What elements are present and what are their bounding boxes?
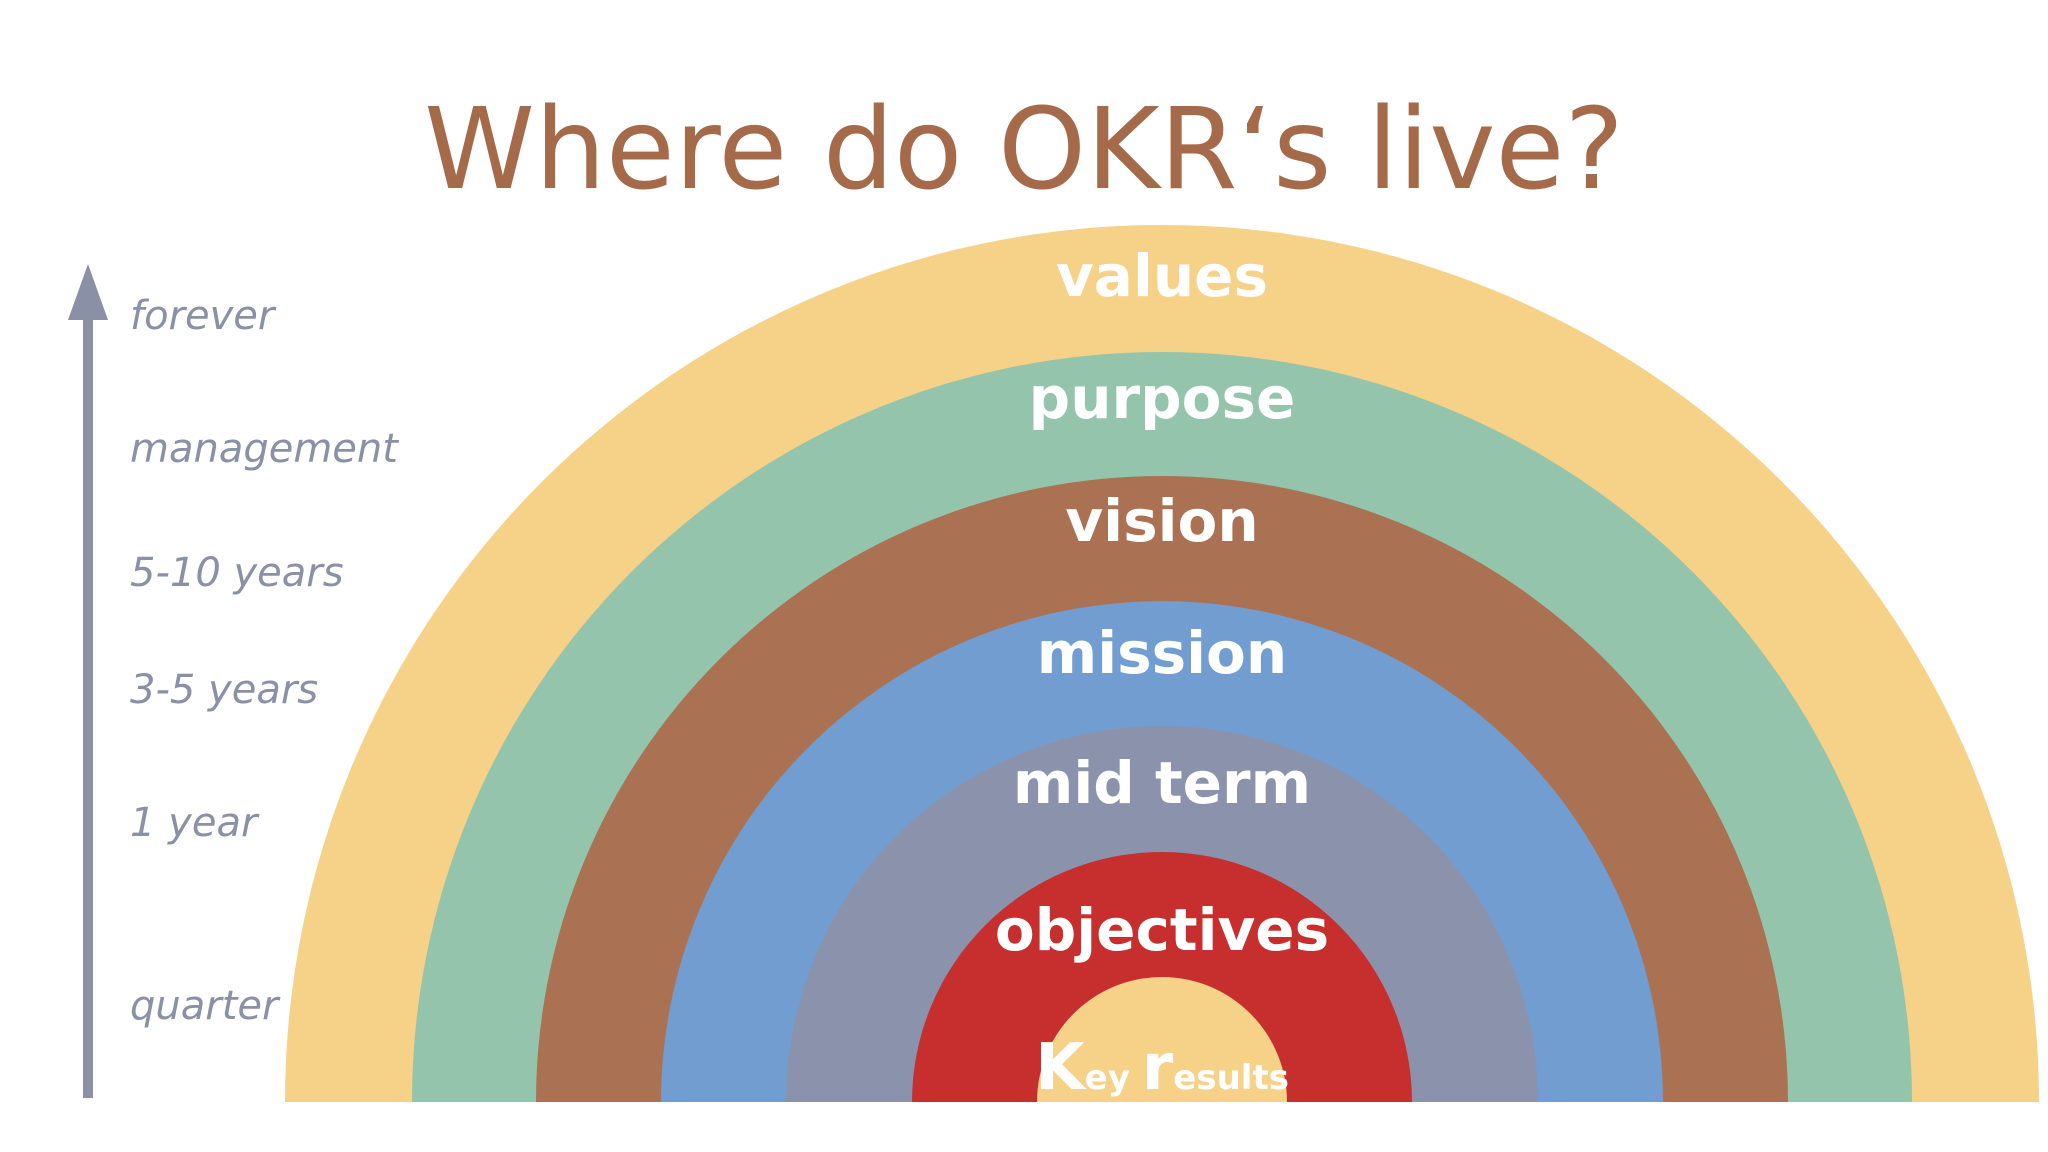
axis-label-quarter: quarter (130, 983, 279, 1029)
key-results-part: r (1142, 1031, 1174, 1105)
key-results-part: K (1035, 1031, 1087, 1105)
band-label-mid-term: mid term (1013, 749, 1311, 817)
band-label-mission: mission (1037, 619, 1287, 687)
key-results-part: esults (1173, 1058, 1289, 1098)
axis-label-forever: forever (130, 293, 275, 339)
slide-title: Where do OKR‘s live? (424, 85, 1624, 215)
band-label-purpose: purpose (1029, 364, 1296, 432)
axis-label-5-10-years: 5-10 years (130, 550, 344, 596)
band-key-results (1037, 977, 1287, 1102)
axis-label-1-year: 1 year (130, 800, 258, 846)
band-label-key-results: Key results (1035, 1031, 1289, 1105)
axis-label-management: management (130, 426, 398, 472)
axis-label-3-5-years: 3-5 years (130, 667, 319, 713)
band-label-objectives: objectives (995, 896, 1329, 964)
time-axis-arrow-icon (68, 264, 108, 1098)
key-results-part: ey (1085, 1058, 1142, 1098)
band-label-values: values (1056, 242, 1268, 310)
band-label-vision: vision (1065, 487, 1258, 555)
